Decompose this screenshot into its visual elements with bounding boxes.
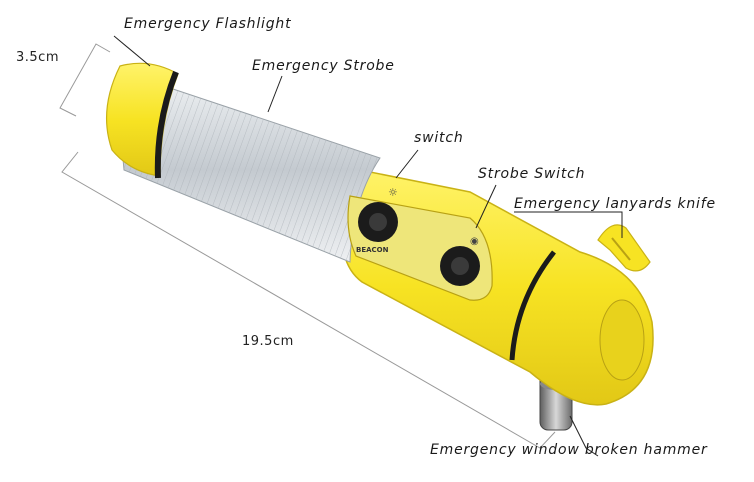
label-emergency-flashlight: Emergency Flashlight bbox=[124, 16, 292, 32]
label-strobe-switch: Strobe Switch bbox=[478, 166, 586, 182]
leader-lines bbox=[113, 35, 623, 457]
dimension-length: 19.5cm bbox=[242, 334, 294, 349]
sun-icon: ☼ bbox=[388, 186, 398, 199]
label-switch: switch bbox=[414, 130, 464, 146]
flashlight-body: ☼ ◉ BEACON bbox=[105, 62, 654, 406]
label-emergency-window-hammer: Emergency window broken hammer bbox=[430, 442, 708, 458]
dimension-lines bbox=[59, 43, 556, 449]
label-emergency-lanyards-knife: Emergency lanyards knife bbox=[514, 196, 716, 212]
dimension-diameter: 3.5cm bbox=[16, 50, 59, 65]
beacon-marking: BEACON bbox=[356, 246, 389, 254]
switch-button[interactable] bbox=[358, 202, 398, 242]
strobe-switch-button[interactable] bbox=[440, 246, 480, 286]
strobe-icon: ◉ bbox=[470, 236, 479, 247]
label-emergency-strobe: Emergency Strobe bbox=[252, 58, 395, 74]
